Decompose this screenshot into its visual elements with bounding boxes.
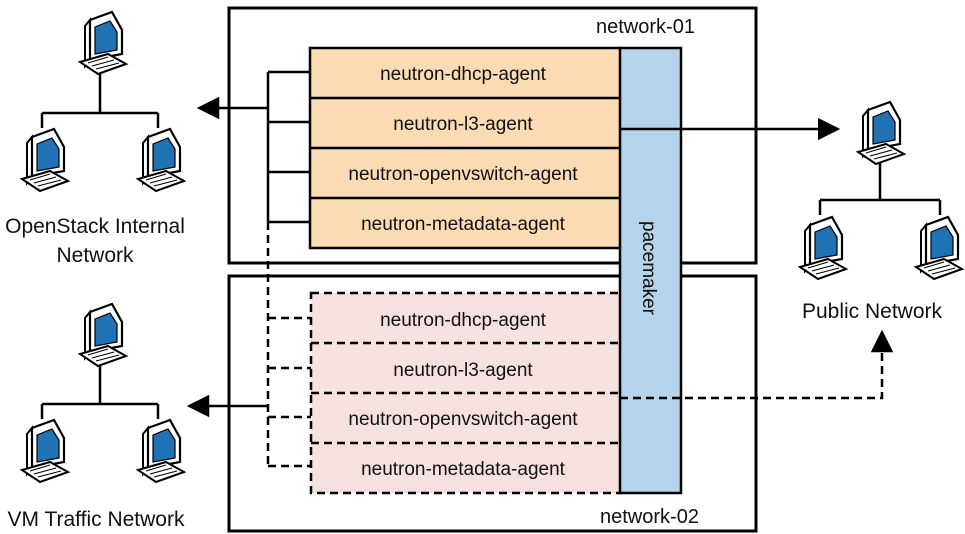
active-dhcp-agent: neutron-dhcp-agent (380, 64, 547, 85)
computer-icon (136, 127, 186, 193)
network-01-label: network-01 (596, 16, 695, 38)
internal-network-label-line2: Network (56, 244, 134, 267)
network-02-label: network-02 (600, 506, 699, 528)
standby-openvswitch-agent: neutron-openvswitch-agent (348, 409, 578, 430)
computer-icon (78, 302, 128, 368)
public-network-label: Public Network (802, 300, 943, 323)
computer-icon (20, 418, 70, 484)
vm-traffic-network-label: VM Traffic Network (8, 508, 185, 531)
public-network-tree (818, 160, 942, 215)
internal-network-label-line1: OpenStack Internal (5, 215, 185, 238)
pacemaker-label: pacemaker (638, 221, 659, 316)
standby-metadata-agent: neutron-metadata-agent (361, 459, 566, 480)
active-connectors (266, 70, 310, 224)
computer-icon (798, 215, 848, 281)
active-agents: neutron-dhcp-agent neutron-l3-agent neut… (308, 46, 623, 250)
computer-icon (20, 127, 70, 193)
internal-network-tree (40, 70, 160, 128)
vm-traffic-tree (40, 362, 160, 419)
standby-agents-stack (309, 291, 623, 495)
standby-connectors (266, 222, 311, 468)
standby-l3-agent: neutron-l3-agent (393, 360, 533, 381)
computer-icon (78, 10, 128, 76)
standby-dhcp-agent: neutron-dhcp-agent (380, 310, 547, 331)
active-metadata-agent: neutron-metadata-agent (361, 214, 566, 235)
public-network-standby-arrow (620, 329, 894, 400)
active-openvswitch-agent: neutron-openvswitch-agent (348, 164, 578, 185)
computer-icon (136, 418, 186, 484)
computer-icon (856, 100, 906, 166)
standby-agents: neutron-dhcp-agent neutron-l3-agent neut… (309, 291, 623, 495)
active-l3-agent: neutron-l3-agent (393, 114, 533, 135)
computer-icon (914, 215, 964, 281)
pacemaker-bar (618, 46, 683, 495)
